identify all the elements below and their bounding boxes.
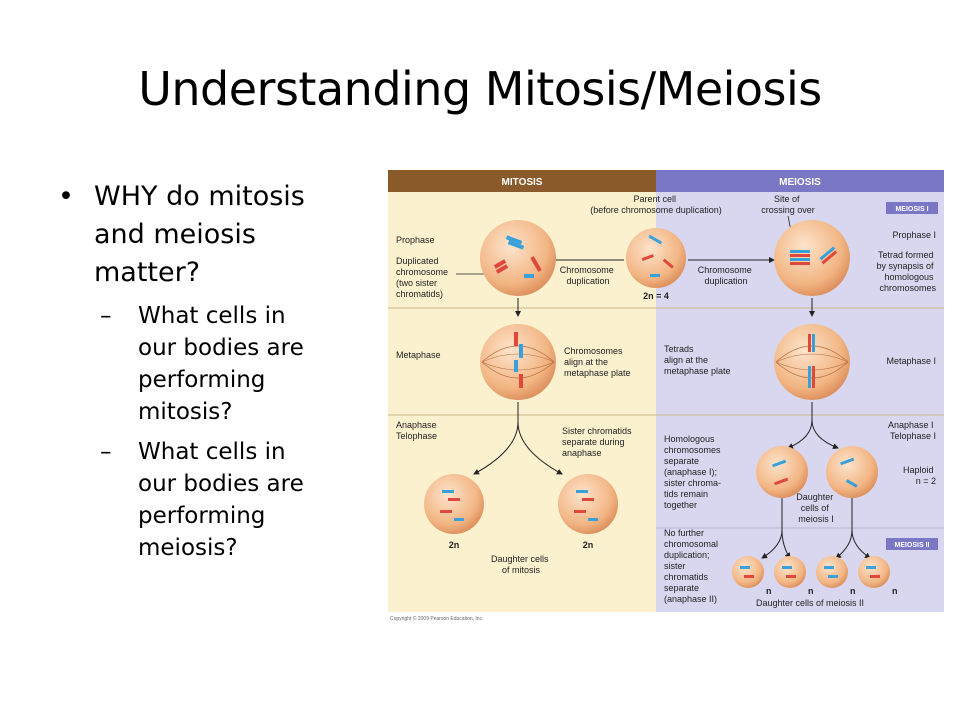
meiosis-header-bar [656,170,944,192]
meiosis1-daughter-cell-right [826,446,878,498]
n-label: n [892,586,898,596]
sub-bullet-line: What cells in [138,303,286,329]
daughter-cells-meiosis1-label: Daughter cells of meiosis I [796,492,836,524]
copyright-label: Copyright © 2009 Pearson Education, Inc. [390,615,483,622]
daughter-cells-mitosis-label: Daughter cells of mitosis [491,554,551,575]
chromosomes-prophase [493,235,542,278]
mitosis-prophase-cell [480,220,556,296]
chromosomes-meiosis2 [740,566,880,578]
parent-cell-label: Parent cell (before chromosome duplicati… [590,194,722,215]
metaphase1-label: Metaphase I [886,356,936,366]
daughter-cells-meiosis2-label: Daughter cells of meiosis II [756,598,864,608]
sister-chromatids-label: Sister chromatids separate during anapha… [562,426,634,458]
n-label: n [808,586,814,596]
mitosis-meiosis-diagram: MITOSIS MEIOSIS MEIOSIS I MEIOSIS II Par… [388,170,944,622]
sub-bullet-line: mitosis? [138,399,233,425]
mitosis-header-bar [388,170,656,192]
2n-label-right: 2n [583,540,594,550]
sub-bullet-line: What cells in [138,439,286,465]
slide-title: Understanding Mitosis/Meiosis [138,62,822,116]
mitosis-daughter-cell-left [424,474,484,534]
arrow-meiosis2 [781,529,791,559]
chromosomes-daughter-meiosis1 [772,457,858,488]
sub-bullet-line: performing [138,503,266,529]
mitosis-daughter-cell-right [558,474,618,534]
no-further-label: No further chromosomal duplication; sist… [664,528,721,604]
chromosomes-daughter-mitosis [440,490,598,521]
bullet-list: • WHY do mitosis and meiosis matter? – W… [58,178,358,564]
chromosomes-align-label: Chromosomes align at the metaphase plate [564,346,631,378]
bullet-line: and meiosis [94,219,256,250]
arrow-split-right [517,421,563,475]
chromosomes-metaphase [514,332,815,388]
sub-bullet-meiosis: – What cells in our bodies are performin… [58,436,358,564]
site-crossing-label: Site of crossing over [761,194,815,215]
meiosis-header: MEIOSIS [779,177,821,188]
bullet-line: matter? [94,257,201,288]
sub-bullet-line: our bodies are [138,471,304,497]
arrow-split-right [811,419,839,450]
chromosomes-parent [641,234,674,277]
sub-bullet-line: performing [138,367,266,393]
anaphase-label: Anaphase Telophase [396,420,439,441]
dash-icon: – [100,303,112,329]
metaphase1-cell [774,324,850,400]
2n-4-label: 2n = 4 [643,291,669,301]
prophase1-cell [774,220,850,296]
dash-icon: – [100,439,112,465]
parent-cell [626,228,686,288]
duplicated-chromosome-label: Duplicated chromosome (two sister chroma… [396,256,451,299]
meiosis2-cell-1 [732,556,764,588]
n-label: n [850,586,856,596]
meiosis1-daughter-cell-left [756,446,808,498]
chromosome-duplication-right: Chromosome duplication [698,265,755,286]
2n-label-left: 2n [449,540,460,550]
meiosis2-cell-3 [816,556,848,588]
prophase1-label: Prophase I [892,230,936,240]
meiosis1-badge-label: MEIOSIS I [895,206,928,213]
meiosis2-cell-2 [774,556,806,588]
tetrads-align-label: Tetrads align at the metaphase plate [664,344,731,376]
n-label: n [766,586,772,596]
arrow-meiosis2 [851,529,871,559]
mitosis-header: MITOSIS [502,177,543,188]
meiosis2-cell-4 [858,556,890,588]
arrow-split-left [473,421,519,475]
metaphase-label: Metaphase [396,350,441,360]
bullet-why: • WHY do mitosis and meiosis matter? [58,178,358,292]
meiosis1-badge [886,202,938,214]
bullet-dot-icon: • [58,181,74,212]
sub-bullet-mitosis: – What cells in our bodies are performin… [58,300,358,428]
sub-bullet-line: meiosis? [138,535,238,561]
bullet-line: WHY do mitosis [94,181,305,212]
chromosomes-tetrad [790,246,838,265]
chromosome-duplication-left: Chromosome duplication [560,265,617,286]
tetrad-label: Tetrad formed by synapsis of homologous … [876,250,936,293]
homologous-separate-label: Homologous chromosomes separate (anaphas… [664,434,724,510]
meiosis2-badge [886,538,938,550]
prophase-label: Prophase [396,235,435,245]
meiosis2-badge-label: MEIOSIS II [894,542,929,549]
anaphase1-label: Anaphase I Telophase I [888,420,936,441]
sub-bullet-line: our bodies are [138,335,304,361]
haploid-label: Haploid n = 2 [903,465,936,486]
